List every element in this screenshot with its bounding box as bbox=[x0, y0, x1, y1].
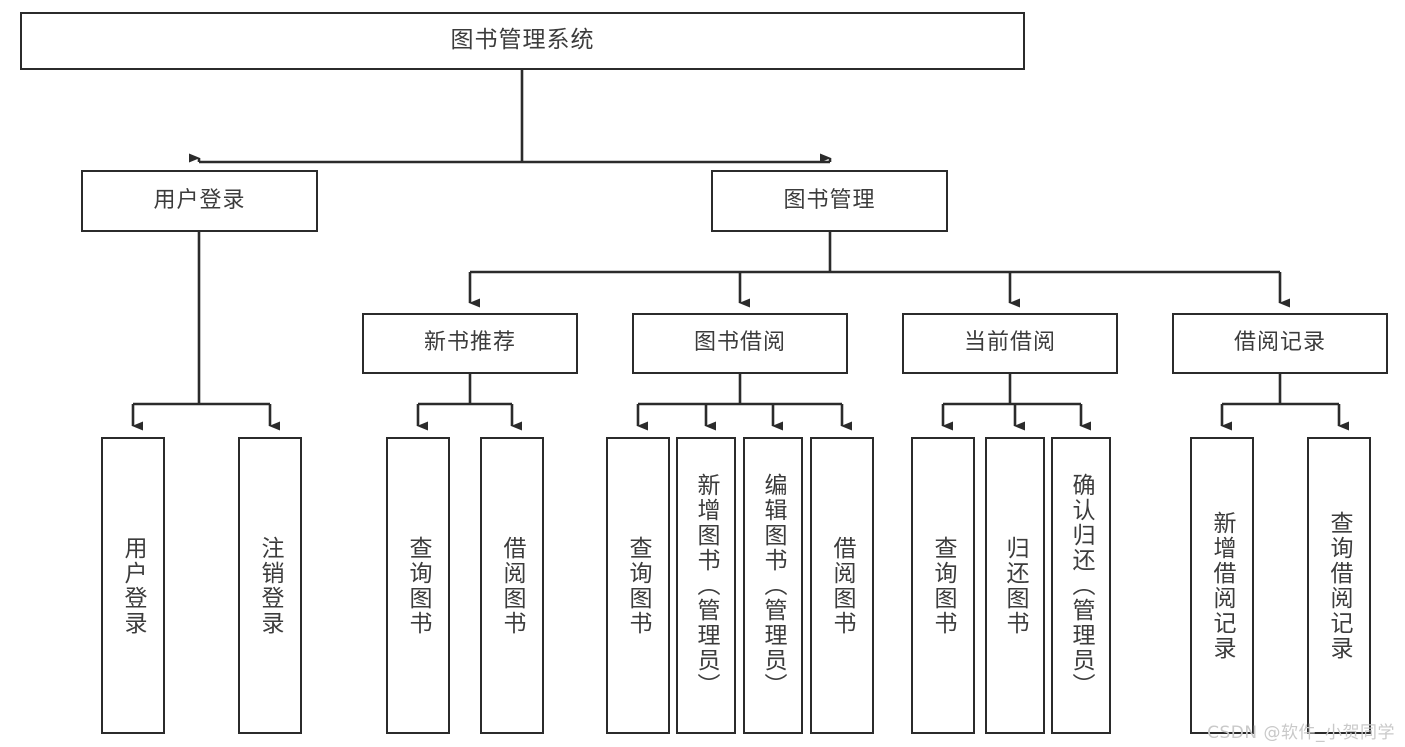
leaf-logout[interactable]: 注销登录 bbox=[238, 437, 302, 734]
leaf-edit-book-label: 编辑图书（管理员） bbox=[760, 473, 787, 698]
node-borrow-record-label: 借阅记录 bbox=[1233, 330, 1326, 356]
leaf-query-book-3[interactable]: 查询图书 bbox=[911, 437, 975, 734]
node-new-book-recommend-label: 新书推荐 bbox=[423, 330, 516, 356]
leaf-confirm-return[interactable]: 确认归还（管理员） bbox=[1051, 437, 1111, 734]
node-book-manage-label: 图书管理 bbox=[783, 187, 876, 213]
leaf-add-record-label: 新增借阅记录 bbox=[1209, 510, 1236, 661]
leaf-query-book-2[interactable]: 查询图书 bbox=[606, 437, 670, 734]
leaf-query-book-2-label: 查询图书 bbox=[625, 535, 652, 636]
leaf-add-book[interactable]: 新增图书（管理员） bbox=[676, 437, 736, 734]
leaf-confirm-return-label: 确认归还（管理员） bbox=[1068, 473, 1095, 698]
leaf-borrow-book-1[interactable]: 借阅图书 bbox=[480, 437, 544, 734]
node-borrow-record[interactable]: 借阅记录 bbox=[1172, 313, 1388, 374]
node-book-manage[interactable]: 图书管理 bbox=[711, 170, 948, 232]
leaf-borrow-book-2-label: 借阅图书 bbox=[829, 535, 856, 636]
leaf-query-book-1-label: 查询图书 bbox=[405, 535, 432, 636]
node-user-login-label: 用户登录 bbox=[153, 187, 246, 213]
leaf-query-book-3-label: 查询图书 bbox=[930, 535, 957, 636]
leaf-logout-label: 注销登录 bbox=[257, 535, 284, 636]
leaf-user-login-label: 用户登录 bbox=[120, 535, 147, 636]
node-new-book-recommend[interactable]: 新书推荐 bbox=[362, 313, 578, 374]
node-book-borrow-label: 图书借阅 bbox=[693, 330, 786, 356]
leaf-add-book-label: 新增图书（管理员） bbox=[693, 473, 720, 698]
node-current-borrow[interactable]: 当前借阅 bbox=[902, 313, 1118, 374]
leaf-borrow-book-2[interactable]: 借阅图书 bbox=[810, 437, 874, 734]
node-root[interactable]: 图书管理系统 bbox=[20, 12, 1025, 70]
leaf-add-record[interactable]: 新增借阅记录 bbox=[1190, 437, 1254, 734]
leaf-return-book-label: 归还图书 bbox=[1002, 535, 1029, 636]
node-book-borrow[interactable]: 图书借阅 bbox=[632, 313, 848, 374]
leaf-edit-book[interactable]: 编辑图书（管理员） bbox=[743, 437, 803, 734]
leaf-query-record-label: 查询借阅记录 bbox=[1326, 510, 1353, 661]
leaf-user-login[interactable]: 用户登录 bbox=[101, 437, 165, 734]
leaf-return-book[interactable]: 归还图书 bbox=[985, 437, 1045, 734]
node-user-login[interactable]: 用户登录 bbox=[81, 170, 318, 232]
node-current-borrow-label: 当前借阅 bbox=[963, 330, 1056, 356]
leaf-query-book-1[interactable]: 查询图书 bbox=[386, 437, 450, 734]
node-root-label: 图书管理系统 bbox=[450, 27, 595, 54]
leaf-query-record[interactable]: 查询借阅记录 bbox=[1307, 437, 1371, 734]
leaf-borrow-book-1-label: 借阅图书 bbox=[499, 535, 526, 636]
watermark: CSDN @软件_小贺同学 bbox=[1207, 723, 1395, 743]
